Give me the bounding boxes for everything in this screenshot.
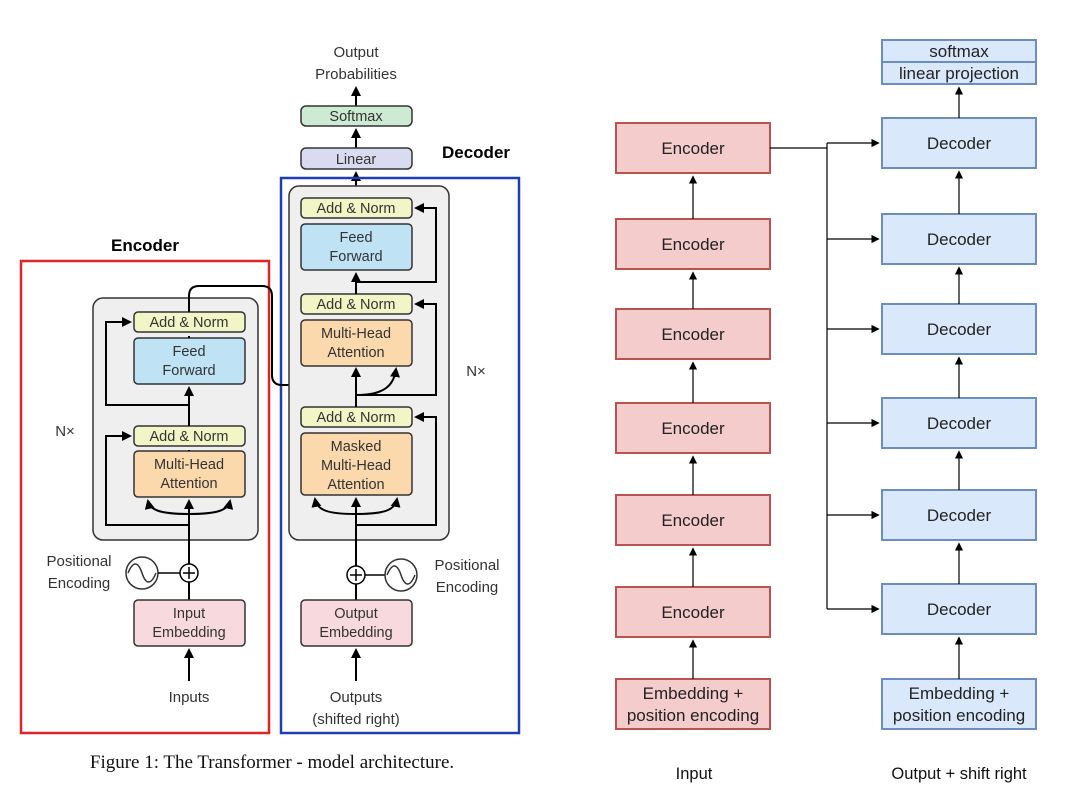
decoder-masked-label-1: Masked bbox=[331, 439, 382, 455]
right-decoder-2 bbox=[881, 489, 1037, 541]
right-encoder-6 bbox=[615, 122, 771, 174]
linear-label: Linear bbox=[336, 152, 376, 168]
right-encoder-embedding bbox=[615, 678, 771, 730]
right-decoder-1 bbox=[881, 583, 1037, 635]
decoder-masked-attention bbox=[300, 432, 413, 496]
encoder-frame bbox=[19, 259, 271, 735]
right-encoder-4-label: Encoder bbox=[661, 325, 725, 344]
encoder-mha-label-2: Attention bbox=[160, 476, 217, 492]
decoder-feed-forward bbox=[300, 223, 413, 271]
right-decoder-3 bbox=[881, 397, 1037, 449]
right-encoder-1-label: Encoder bbox=[661, 603, 725, 622]
right-softmax-label: softmax bbox=[929, 42, 989, 61]
right-encoder-2-label: Encoder bbox=[661, 511, 725, 530]
right-decoder-5-label: Decoder bbox=[927, 230, 992, 249]
input-embedding-label-2: Embedding bbox=[152, 625, 225, 641]
decoder-add-norm-1 bbox=[300, 197, 413, 219]
right-encoder-3 bbox=[615, 402, 771, 454]
figure-caption: Figure 1: The Transformer - model archit… bbox=[90, 752, 454, 773]
right-encoder-embedding-label-1: Embedding + bbox=[643, 684, 744, 703]
encoder-feed-forward-label-2: Forward bbox=[162, 363, 215, 379]
right-linear-projection-block bbox=[881, 61, 1037, 85]
input-embedding-label-1: Input bbox=[173, 606, 205, 622]
encoder-positional-label-1: Positional bbox=[46, 553, 111, 570]
encoder-feed-forward-label-1: Feed bbox=[172, 344, 205, 360]
right-encoder-5-label: Encoder bbox=[661, 235, 725, 254]
right-decoder-5 bbox=[881, 213, 1037, 265]
encoder-title: Encoder bbox=[111, 236, 179, 255]
decoder-add-norm-2-label: Add & Norm bbox=[317, 297, 396, 313]
decoder-positional-label-1: Positional bbox=[434, 557, 499, 574]
right-input-label: Input bbox=[676, 765, 713, 783]
encoder-positional-label-2: Encoding bbox=[48, 575, 111, 592]
output-embedding-label-2: Embedding bbox=[319, 625, 392, 641]
right-decoder-4 bbox=[881, 303, 1037, 355]
output-probabilities-label-2: Probabilities bbox=[315, 66, 397, 83]
right-decoder-embedding-label-1: Embedding + bbox=[909, 684, 1010, 703]
right-decoder-6 bbox=[881, 117, 1037, 169]
shifted-right-label: (shifted right) bbox=[312, 711, 400, 728]
right-decoder-2-label: Decoder bbox=[927, 506, 992, 525]
output-probabilities-label-1: Output bbox=[333, 44, 379, 61]
encoder-add-norm-top-label: Add & Norm bbox=[150, 315, 229, 331]
decoder-add-norm-3-label: Add & Norm bbox=[317, 410, 396, 426]
right-linear-projection-label: linear projection bbox=[899, 64, 1019, 83]
output-embedding-block bbox=[300, 599, 413, 647]
right-output-label: Output + shift right bbox=[891, 765, 1027, 783]
softmax-label: Softmax bbox=[329, 109, 383, 125]
right-encoder-2 bbox=[615, 494, 771, 546]
right-decoder-1-label: Decoder bbox=[927, 600, 992, 619]
encoder-mha-label-1: Multi-Head bbox=[154, 457, 224, 473]
right-encoder-6-label: Encoder bbox=[661, 139, 725, 158]
decoder-feed-forward-label-1: Feed bbox=[339, 230, 372, 246]
right-decoder-4-label: Decoder bbox=[927, 320, 992, 339]
inputs-label: Inputs bbox=[169, 689, 210, 706]
right-encoder-1 bbox=[615, 586, 771, 638]
decoder-mha-label-1: Multi-Head bbox=[321, 326, 391, 342]
encoder-add-norm-bottom-label: Add & Norm bbox=[150, 429, 229, 445]
right-figure: softmax linear projection Encoder Encode… bbox=[615, 39, 1037, 783]
decoder-add-norm-1-label: Add & Norm bbox=[317, 201, 396, 217]
input-embedding-block bbox=[133, 599, 246, 647]
decoder-multi-head-attention bbox=[300, 319, 413, 367]
decoder-feed-forward-label-2: Forward bbox=[329, 249, 382, 265]
right-decoder-embedding bbox=[881, 678, 1037, 730]
decoder-positional-label-2: Encoding bbox=[436, 579, 499, 596]
right-decoder-embedding-label-2: position encoding bbox=[893, 706, 1025, 725]
right-encoder-embedding-label-2: position encoding bbox=[627, 706, 759, 725]
decoder-masked-label-2: Multi-Head bbox=[321, 458, 391, 474]
right-encoder-3-label: Encoder bbox=[661, 419, 725, 438]
right-decoder-6-label: Decoder bbox=[927, 134, 992, 153]
left-figure: Output Probabilities Softmax Linear Deco… bbox=[19, 44, 521, 773]
decoder-mha-label-2: Attention bbox=[327, 345, 384, 361]
right-encoder-5 bbox=[615, 218, 771, 270]
decoder-title: Decoder bbox=[442, 143, 510, 162]
linear-block bbox=[300, 147, 413, 170]
right-decoder-3-label: Decoder bbox=[927, 414, 992, 433]
softmax-block bbox=[300, 105, 413, 127]
decoder-frame bbox=[279, 176, 521, 735]
encoder-layer-block bbox=[92, 297, 259, 541]
outputs-label: Outputs bbox=[330, 689, 383, 706]
decoder-nx-label: N× bbox=[466, 363, 486, 380]
decoder-masked-label-3: Attention bbox=[327, 477, 384, 493]
encoder-nx-label: N× bbox=[55, 423, 75, 440]
output-embedding-label-1: Output bbox=[334, 606, 378, 622]
